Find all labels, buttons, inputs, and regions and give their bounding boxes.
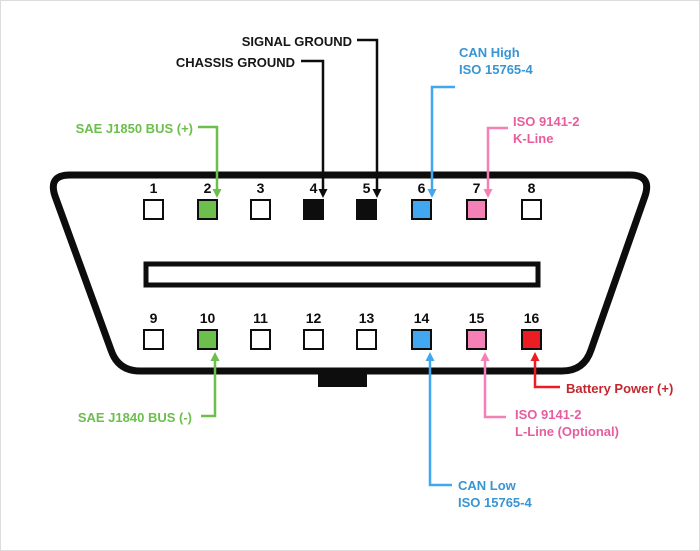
leader-can-low xyxy=(425,352,452,487)
pin-11-number: 11 xyxy=(253,310,268,326)
label-iso-9141-l-line2: L-Line (Optional) xyxy=(515,424,619,439)
connector-bottom-tab xyxy=(318,368,367,387)
pin-8-number: 8 xyxy=(527,180,536,196)
label-chassis-ground: CHASSIS GROUND xyxy=(175,55,295,70)
pin-10-square xyxy=(197,329,218,350)
pin-1-square xyxy=(143,199,164,220)
label-iso-9141-k-line2: K-Line xyxy=(513,131,554,146)
pin-10-number: 10 xyxy=(199,310,216,326)
label-iso-9141-k-line1: ISO 9141-2 xyxy=(513,114,580,129)
pin-12-number: 12 xyxy=(305,310,322,326)
leader-iso-k-line xyxy=(483,126,508,198)
pin-16-square xyxy=(521,329,542,350)
pin-8-square xyxy=(521,199,542,220)
arrowhead-chassis-ground xyxy=(318,189,328,198)
pin-4-number: 4 xyxy=(309,180,318,196)
leader-can-high xyxy=(427,85,455,198)
label-can-high: CAN High ISO 15765-4 xyxy=(459,44,533,78)
leader-signal-ground xyxy=(357,38,382,198)
label-can-low-line2: ISO 15765-4 xyxy=(458,495,532,510)
arrowhead-sae-j1840-minus xyxy=(210,352,220,361)
pin-6-square xyxy=(411,199,432,220)
arrowhead-can-low xyxy=(425,352,435,361)
leader-chassis-ground-line xyxy=(301,59,325,189)
pin-13-number: 13 xyxy=(358,310,375,326)
pin-16-number: 16 xyxy=(523,310,540,326)
pin-14-square xyxy=(411,329,432,350)
arrowhead-battery-power xyxy=(530,352,540,361)
label-battery-power: Battery Power (+) xyxy=(566,381,674,396)
leader-iso-k-line-line xyxy=(486,126,508,189)
label-can-low-line1: CAN Low xyxy=(458,478,516,493)
pin-1-number: 1 xyxy=(149,180,158,196)
pin-6-number: 6 xyxy=(417,180,426,196)
arrowhead-can-high xyxy=(427,189,437,198)
pin-15-square xyxy=(466,329,487,350)
leader-sae-j1850-plus-line xyxy=(198,125,219,189)
label-iso-9141-l-line: ISO 9141-2 L-Line (Optional) xyxy=(515,406,619,440)
arrowhead-iso-l-line xyxy=(480,352,490,361)
pin-13-square xyxy=(356,329,377,350)
label-signal-ground: SIGNAL GROUND xyxy=(241,34,352,49)
leader-can-low-line xyxy=(428,361,452,487)
leader-can-high-line xyxy=(430,85,455,189)
connector-center-slot xyxy=(143,261,541,288)
leader-sae-j1840-minus-line xyxy=(201,361,217,418)
label-sae-j1850-plus: SAE J1850 BUS (+) xyxy=(75,121,193,136)
pin-2-square xyxy=(197,199,218,220)
pin-12-square xyxy=(303,329,324,350)
pin-15-number: 15 xyxy=(468,310,485,326)
leader-battery-power-line xyxy=(533,361,560,389)
pin-11-square xyxy=(250,329,271,350)
leader-battery-power xyxy=(530,352,560,389)
pin-7-number: 7 xyxy=(472,180,481,196)
label-can-high-line1: CAN High xyxy=(459,45,520,60)
label-can-low: CAN Low ISO 15765-4 xyxy=(458,477,532,511)
leader-iso-l-line-line xyxy=(483,361,506,419)
pin-3-square xyxy=(250,199,271,220)
leader-chassis-ground xyxy=(301,59,328,198)
pin-9-number: 9 xyxy=(149,310,158,326)
label-can-high-line2: ISO 15765-4 xyxy=(459,62,533,77)
pin-2-number: 2 xyxy=(203,180,212,196)
label-iso-9141-l-line1: ISO 9141-2 xyxy=(515,407,582,422)
pin-3-number: 3 xyxy=(256,180,265,196)
label-iso-9141-k-line: ISO 9141-2 K-Line xyxy=(513,113,580,147)
arrowhead-signal-ground xyxy=(372,189,382,198)
pin-9-square xyxy=(143,329,164,350)
pin-5-square xyxy=(356,199,377,220)
pin-7-square xyxy=(466,199,487,220)
pin-4-square xyxy=(303,199,324,220)
arrowhead-sae-j1850-plus xyxy=(212,189,222,198)
pin-5-number: 5 xyxy=(362,180,371,196)
pin-14-number: 14 xyxy=(413,310,430,326)
leader-sae-j1840-minus xyxy=(201,352,220,418)
label-sae-j1840-minus: SAE J1840 BUS (-) xyxy=(77,410,192,425)
arrowhead-iso-k-line xyxy=(483,189,493,198)
leader-signal-ground-line xyxy=(357,38,379,189)
leader-sae-j1850-plus xyxy=(198,125,222,198)
leader-iso-l-line xyxy=(480,352,506,419)
